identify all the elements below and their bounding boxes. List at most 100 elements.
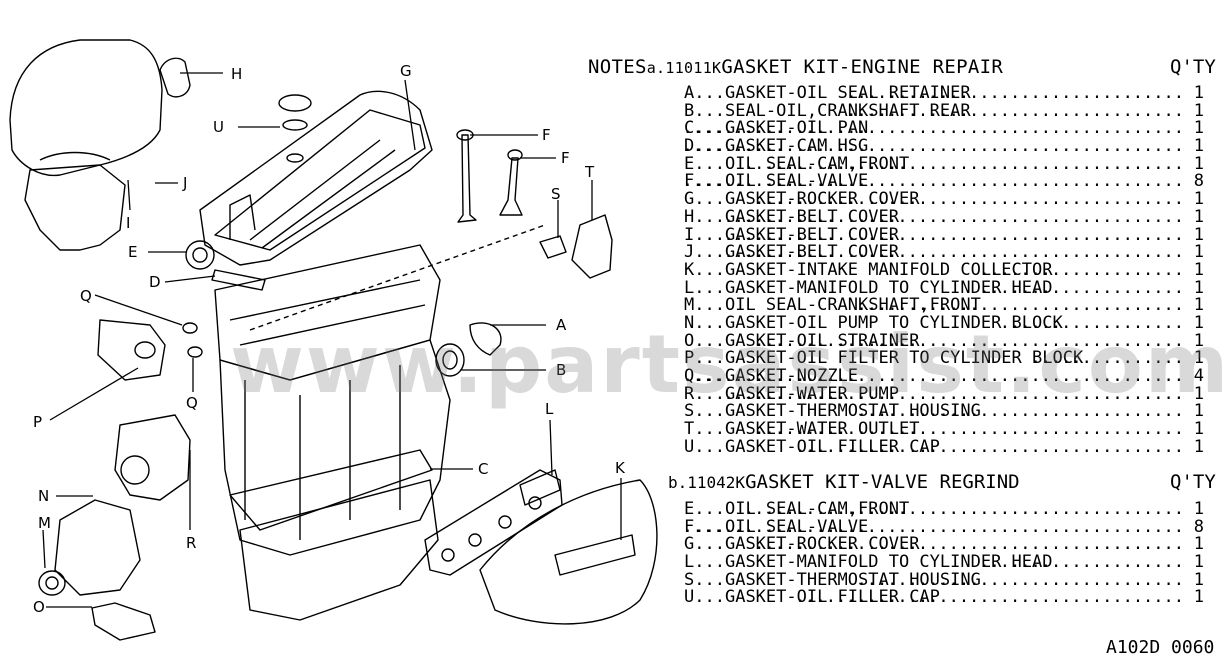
part-qty: 1 [1193,589,1204,608]
part-description: G...GASKET-ROCKER COVER [684,191,919,209]
cam-housing-gasket [211,269,266,291]
part-qty: 1 [1193,120,1204,139]
part-separator: ... [694,244,725,262]
part-text: GASKET-OIL FILTER TO CYLINDER BLOCK [724,350,1084,368]
part-separator: ... [694,350,725,368]
callout-d-1: D [149,273,161,291]
belt-cover-lower [24,164,126,251]
part-description: A...GASKET-OIL SEAL RETAINER [684,85,971,103]
dot-leader: .................... [979,261,1184,280]
dot-leader: ........................................… [723,208,1184,227]
oil-pan [239,479,439,621]
part-row: E...OIL SEAL-CAM,FRONT 1.................… [684,501,1204,519]
part-letter: L [684,279,695,298]
dot-leader: ........................................… [684,518,1184,537]
callout-l: L [545,400,554,418]
part-text: GASKET-WATER PUMP [724,385,899,404]
part-qty: 1 [1193,350,1204,368]
callout-c: C [478,460,489,478]
dot-leader: ................................ [856,297,1184,315]
part-description: K...GASKET-INTAKE MANIFOLD COLLECTOR [684,262,1052,280]
part-text: OIL SEAL-CRANKSHAFT,FRONT [724,297,981,315]
part-separator: ... [694,368,725,386]
part-description: R...GASKET-WATER PUMP [684,386,899,404]
thermostat-gasket [539,235,567,259]
dot-leader: ........................................… [754,536,1184,555]
part-text: SEAL-OIL,CRANKSHAFT REAR [724,102,971,121]
part-text: GASKET-OIL FILLER CAP [724,589,940,608]
part-separator: ... [694,297,725,315]
dot-leader: ........................................… [743,501,1184,519]
part-qty: 1 [1193,536,1204,555]
part-text: GASKET-OIL PUMP TO CYLINDER BLOCK [724,314,1063,333]
part-text: GASKET-OIL PAN [724,120,869,139]
part-description: I...GASKET-BELT COVER [684,227,899,245]
valve-1 [457,134,477,223]
part-letter: E [684,155,695,174]
callout-u: U [213,118,224,136]
part-description: O...GASKET-OIL STRAINER [684,333,919,351]
belt-cover-upper [9,39,163,177]
part-letter: F [684,173,695,192]
part-separator: ... [694,120,725,139]
oil-seal-retainer [469,322,502,356]
part-description: L...GASKET-MANIFOLD TO CYLINDER HEAD [684,280,1052,298]
dot-leader: ........................................… [684,368,1184,386]
dot-leader: .................... [979,279,1184,298]
part-description: U...GASKET-OIL FILLER CAP [684,589,940,607]
part-separator: ... [694,155,725,174]
dot-leader: ................................ [856,403,1184,422]
part-description: C...GASKET-OIL PAN [684,120,868,138]
part-qty: 1 [1193,226,1204,245]
part-description: S...GASKET-THERMOSTAT HOUSING [684,403,981,421]
part-text: OIL SEAL-VALVE [724,173,869,192]
part-qty: 1 [1193,385,1204,404]
part-separator: ... [694,314,725,333]
dot-leader: ............... [1030,350,1184,368]
part-separator: ... [694,571,725,590]
part-separator: ... [694,279,725,298]
cam-front-oil-seal [185,240,215,270]
callout-i: I [126,214,131,232]
part-letter: C [684,120,695,139]
part-description: D...GASKET-CAM HSG [684,138,868,156]
part-letter: M [684,297,695,315]
part-qty: 8 [1193,173,1204,192]
part-description: E...OIL SEAL-CAM,FRONT [684,501,909,519]
oil-filter-bracket [97,319,166,381]
part-text: GASKET-BELT COVER [724,208,899,227]
dot-leader: ........................................… [754,421,1184,439]
part-separator: ... [694,226,725,245]
part-qty: 1 [1193,501,1204,519]
part-letter: O [684,332,695,351]
part-text: GASKET-NOZZLE [724,368,859,386]
part-letter: I [684,226,695,245]
part-letter: U [684,589,695,608]
figure-code: A102D 0060 [1106,637,1215,658]
part-letter: D [684,138,695,156]
dot-leader: ........................................… [743,155,1184,174]
part-qty: 1 [1193,332,1204,351]
callout-r: R [186,534,197,552]
part-description: T...GASKET-WATER OUTLET [684,421,919,439]
oil-pump-cover [54,499,141,596]
part-text: GASKET-MANIFOLD TO CYLINDER HEAD [724,554,1053,572]
kit-a-heading: NOTESa.11011KGASKET KIT-ENGINE REPAIR [588,56,1003,78]
part-text: GASKET-INTAKE MANIFOLD COLLECTOR [724,261,1053,280]
callout-n: N [38,487,50,505]
kit-b-heading: b.11042KGASKET KIT-VALVE REGRIND [668,471,1020,493]
part-description: J...GASKET-BELT COVER [684,244,899,262]
callout-g: G [400,62,412,80]
part-separator: ... [694,191,725,209]
rear-oil-seal [435,343,465,377]
